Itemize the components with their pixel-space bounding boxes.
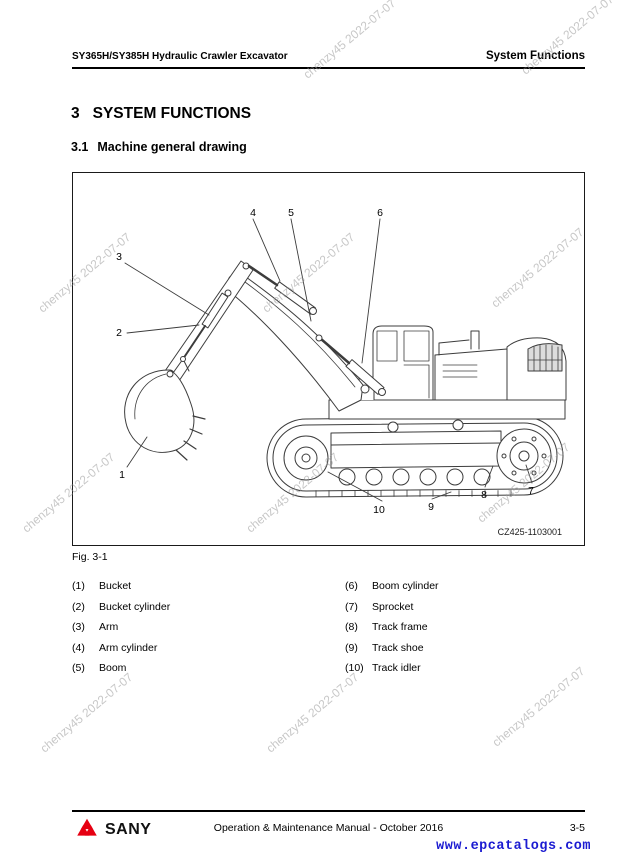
excavator-drawing: 1 2 3 4 5 6 7 8 9 10 CZ425-1103001: [116, 207, 567, 537]
arm-cylinder-shape: [247, 264, 317, 315]
part-item: (10) Track idler: [345, 662, 439, 674]
engine-grille: [527, 343, 563, 372]
brand-name: SANY: [105, 821, 152, 838]
bucket-shape: [124, 369, 206, 461]
sany-logo-icon: [77, 818, 97, 836]
header-section-title: System Functions: [485, 50, 585, 62]
site-link[interactable]: www.epcatalogs.com: [436, 839, 591, 854]
part-item: (2) Bucket cylinder: [72, 601, 345, 613]
page-header: SY365H/SY385H Hydraulic Crawler Excavato…: [72, 50, 585, 62]
upper-structure: [328, 325, 567, 420]
deck-shape: [328, 399, 566, 420]
page-footer: SANY Operation & Maintenance Manual - Oc…: [72, 815, 585, 843]
part-number: (1): [72, 580, 85, 592]
parts-list: (1) Bucket (2) Bucket cylinder (3) Arm (4) A…: [72, 580, 585, 674]
part-label: Bucket cylinder: [99, 600, 171, 613]
part-number: (9): [345, 641, 358, 654]
callout-2: 2: [116, 327, 122, 339]
sany-brand: SANY: [74, 817, 151, 843]
track-assembly: [266, 416, 564, 498]
part-item: (4) Arm cylinder: [72, 642, 345, 654]
part-item: (5) Boom: [72, 662, 345, 674]
figure-box: 1 2 3 4 5 6 7 8 9 10 CZ425-1103001: [72, 172, 585, 546]
callout-9: 9: [428, 501, 434, 513]
section-title: 3 SYSTEM FUNCTIONS: [71, 105, 251, 123]
section-number: 3: [71, 105, 80, 122]
boom-cylinder-shape: [315, 334, 386, 396]
section-text: SYSTEM FUNCTIONS: [92, 105, 252, 122]
figure-caption: Fig. 3-1: [72, 551, 108, 563]
callout-leader-lines: [124, 218, 533, 502]
part-number: (3): [72, 621, 85, 633]
part-label: Arm cylinder: [99, 641, 158, 654]
part-number: (2): [72, 600, 85, 613]
callout-3: 3: [116, 251, 122, 263]
part-number: (5): [72, 662, 85, 674]
part-item: (6) Boom cylinder: [345, 580, 439, 592]
part-label: Boom cylinder: [372, 580, 439, 592]
part-item: (3) Arm: [72, 621, 345, 633]
figure-code: CZ425-1103001: [498, 527, 562, 537]
exhaust-pipe: [470, 330, 480, 350]
part-label: Track idler: [372, 662, 421, 674]
callout-numbers: 1 2 3 4 5 6 7 8 9 10: [116, 207, 534, 516]
callout-10: 10: [373, 504, 385, 516]
callout-7: 7: [528, 485, 534, 497]
bucket-cylinder-shape: [172, 289, 232, 374]
cab-shape: [372, 325, 434, 401]
parts-column-right: (6) Boom cylinder (7) Sprocket (8) Track fr…: [345, 580, 439, 674]
watermark-text: chenzy45 2022-07-07: [489, 664, 588, 750]
subsection-text: Machine general drawing: [97, 140, 247, 154]
part-number: (7): [345, 600, 358, 613]
part-item: (7) Sprocket: [345, 601, 439, 613]
callout-1: 1: [119, 469, 125, 481]
part-number: (10): [345, 662, 364, 674]
part-label: Boom: [99, 662, 127, 674]
part-item: (8) Track frame: [345, 621, 439, 633]
subsection-title: 3.1 Machine general drawing: [71, 140, 247, 154]
part-item: (9) Track shoe: [345, 642, 439, 654]
part-item: (1) Bucket: [72, 580, 345, 592]
callout-5: 5: [288, 207, 294, 219]
part-label: Sprocket: [372, 600, 414, 613]
part-label: Track frame: [372, 621, 428, 633]
callout-6: 6: [377, 207, 383, 219]
callout-4: 4: [250, 207, 256, 219]
watermark-text: chenzy45 2022-07-07: [300, 0, 399, 82]
header-model-title: SY365H/SY385H Hydraulic Crawler Excavato…: [72, 51, 288, 62]
callout-8: 8: [481, 489, 487, 501]
subsection-number: 3.1: [71, 140, 89, 154]
footer-rule: [72, 810, 585, 812]
header-rule: [72, 67, 585, 69]
parts-column-left: (1) Bucket (2) Bucket cylinder (3) Arm (4) A…: [72, 580, 345, 674]
footer-page-number: 3-5: [569, 822, 585, 834]
part-number: (6): [345, 580, 358, 592]
footer-manual-title: Operation & Maintenance Manual - October…: [213, 822, 444, 834]
part-number: (8): [345, 621, 358, 633]
watermark-text: chenzy45 2022-07-07: [37, 670, 136, 756]
part-label: Arm: [99, 621, 119, 633]
watermark-text: chenzy45 2022-07-07: [263, 670, 362, 756]
part-label: Bucket: [99, 580, 132, 592]
track-frame-shape: [330, 430, 502, 469]
part-number: (4): [72, 641, 85, 654]
boom-shape: [223, 271, 370, 412]
part-label: Track shoe: [372, 641, 424, 654]
handrail: [438, 339, 470, 356]
engine-hood-shape: [434, 348, 508, 401]
watermark-text: chenzy45 2022-07-07: [518, 0, 617, 78]
